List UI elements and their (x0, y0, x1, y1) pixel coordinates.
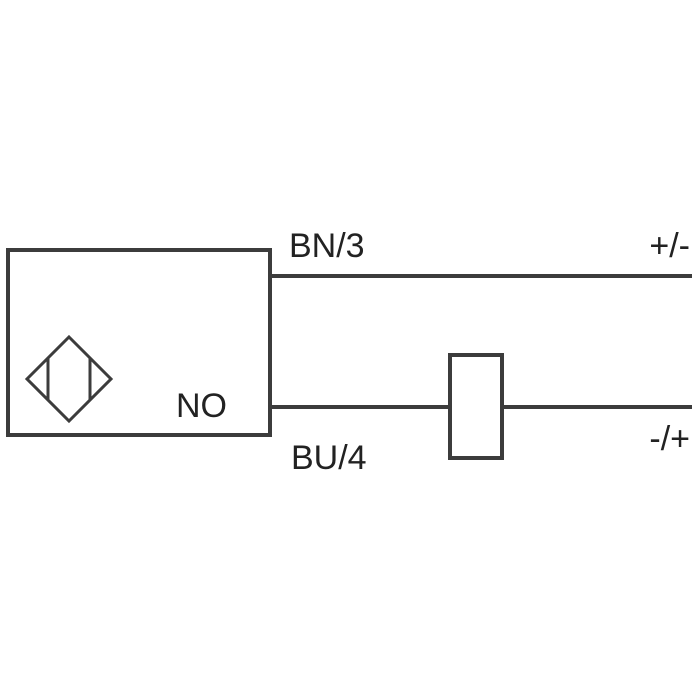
sensor-output-label: NO (176, 387, 227, 425)
bottom-wire-polarity: -/+ (649, 420, 690, 458)
load-resistor-icon (448, 353, 504, 460)
bottom-wire-label: BU/4 (291, 439, 367, 477)
sensor-symbol-icon (24, 334, 114, 424)
top-wire-label: BN/3 (289, 227, 365, 265)
top-wire-polarity: +/- (649, 227, 690, 265)
sensor-body (6, 248, 272, 437)
